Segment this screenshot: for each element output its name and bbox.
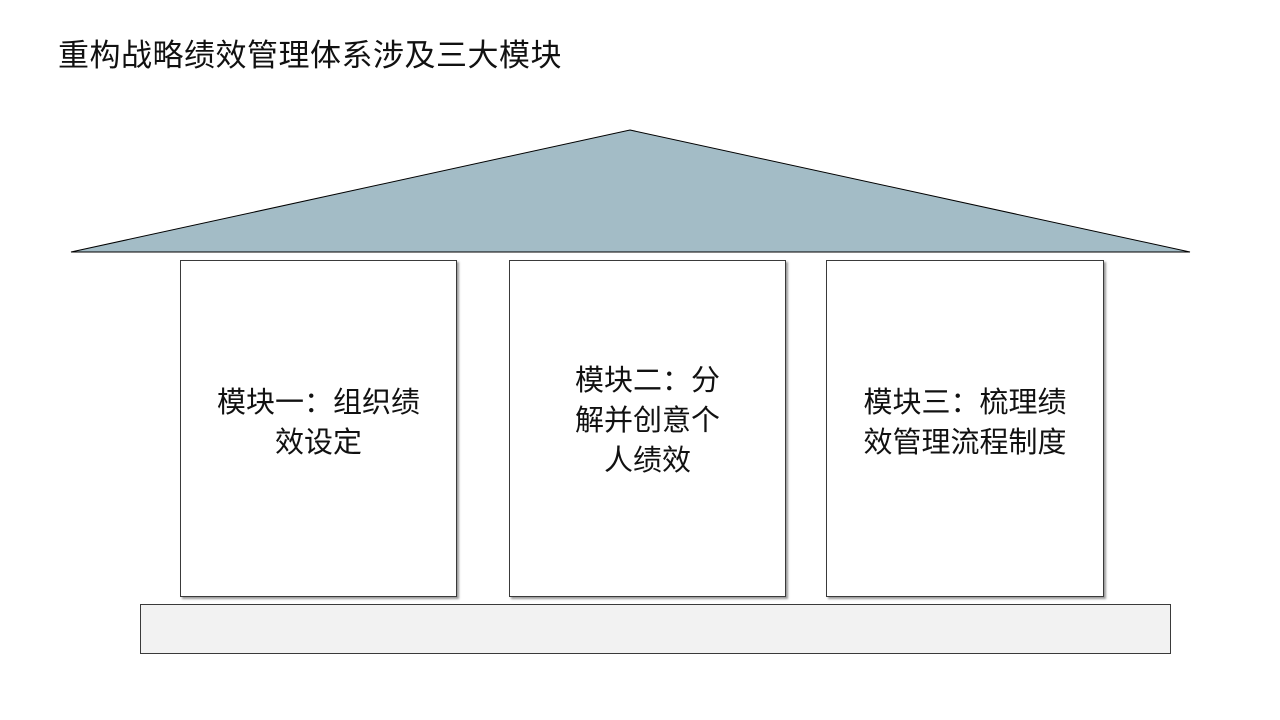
module-pillar-2: 模块二：分解并创意个人绩效: [509, 260, 786, 597]
foundation-base: [140, 604, 1171, 654]
module-pillar-1: 模块一：组织绩效设定: [180, 260, 457, 597]
module-pillar-3: 模块三：梳理绩效管理流程制度: [826, 260, 1104, 597]
roof-triangle: [70, 129, 1191, 253]
page-title: 重构战略绩效管理体系涉及三大模块: [58, 38, 562, 74]
module-label-1: 模块一：组织绩效设定: [216, 384, 420, 459]
module-label-3: 模块三：梳理绩效管理流程制度: [863, 384, 1067, 459]
module-label-2: 模块二：分解并创意个人绩效: [574, 362, 720, 477]
